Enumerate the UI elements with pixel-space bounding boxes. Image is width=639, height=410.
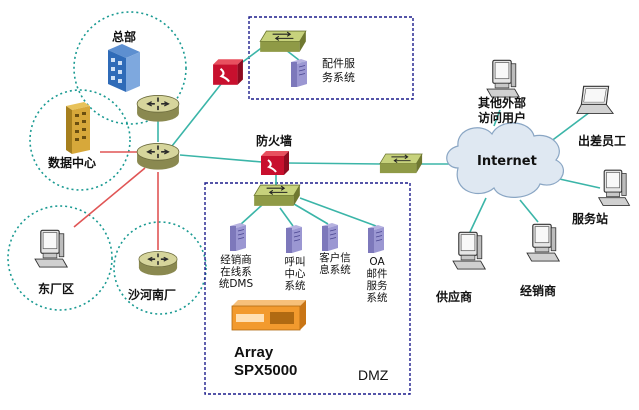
call-center-server-icon <box>285 224 303 254</box>
traveling-staff-laptop-icon <box>576 85 614 115</box>
link-internet-service-station <box>554 177 601 189</box>
link-firewall-edge-switch <box>285 162 383 165</box>
other-external-users-label-line-2: 访问用户 <box>478 111 527 125</box>
site-links <box>73 151 159 250</box>
parts-service-system-label: 配件服 务系统 <box>322 57 355 85</box>
firewall-label: 防火墙 <box>256 134 293 148</box>
network-links <box>157 45 601 233</box>
link-dmz-call-center <box>279 207 294 227</box>
other-external-users-label: 其他外部 访问用户 <box>478 96 526 126</box>
headquarters-building-icon <box>108 44 140 92</box>
link-internet-external-users <box>493 109 501 127</box>
dmz-zone-outline <box>204 182 411 395</box>
traveling-staff-label: 出差员工 <box>578 134 627 148</box>
hq-router-icon <box>136 94 180 123</box>
dms-label: 经销商 在线系 统DMS <box>214 254 258 290</box>
shahe-south-plant-site-outline <box>113 221 207 315</box>
east-plant-label: 东厂区 <box>38 282 75 296</box>
dmz-label: DMZ <box>358 367 389 383</box>
array-model-label: Array SPX5000 <box>234 344 297 380</box>
parts-service-server-icon <box>290 58 308 88</box>
oa-mail-label-line-1: OA <box>369 256 385 268</box>
parts-firewall-icon <box>212 58 244 86</box>
east-plant-site-outline <box>7 205 113 311</box>
dms-label-line-2: 在线系 <box>220 266 252 278</box>
customer-info-server-icon <box>321 222 339 252</box>
headquarters-site-outline <box>73 11 187 125</box>
link-core-east-plant <box>73 167 146 228</box>
array-spx5000-appliance-icon <box>231 300 306 331</box>
headquarters-label: 总部 <box>112 30 137 44</box>
link-firewall-parts-switch <box>239 45 265 65</box>
link-core-firewall-top <box>171 73 230 147</box>
call-center-label-line-2: 中心 <box>284 268 306 280</box>
dms-server-icon <box>229 222 247 252</box>
data-center-site-outline <box>29 89 131 191</box>
link-dmz-customer-info <box>293 203 329 225</box>
link-internet-dealer <box>519 199 539 223</box>
dealer-label: 经销商 <box>520 284 557 298</box>
external-users-pc-icon <box>486 59 520 98</box>
internet-label: Internet <box>477 154 537 169</box>
link-internet-supplier <box>469 197 487 233</box>
supplier-label: 供应商 <box>436 290 473 304</box>
core-router-icon <box>136 142 180 171</box>
customer-info-label-line-2: 息系统 <box>319 264 351 276</box>
data-center-label: 数据中心 <box>48 156 97 170</box>
dmz-switch-icon <box>253 184 301 207</box>
service-station-pc-icon <box>598 169 631 206</box>
data-center-building-icon <box>66 102 90 154</box>
dealer-pc-icon <box>526 223 560 262</box>
service-station-label: 服务站 <box>572 212 609 226</box>
call-center-label-line-1: 呼叫 <box>284 256 306 268</box>
oa-mail-server-icon <box>367 224 385 254</box>
call-center-label: 呼叫 中心 系统 <box>280 256 310 292</box>
link-core-firewall <box>179 154 263 163</box>
array-model-label-line-2: SPX5000 <box>234 362 298 379</box>
array-model-label-line-1: Array <box>234 344 274 361</box>
parts-switch-icon <box>259 30 307 53</box>
shahe-south-plant-label: 沙河南厂 <box>128 288 177 302</box>
link-dmz-oa <box>299 197 377 227</box>
internet-cloud-icon <box>446 122 564 198</box>
oa-mail-label-line-4: 系统 <box>366 292 388 304</box>
oa-mail-label: OA 邮件 服务 系统 <box>362 256 392 304</box>
edge-switch-icon <box>379 153 423 174</box>
other-external-users-label-line-1: 其他外部 <box>478 96 527 110</box>
east-plant-pc-icon <box>34 229 68 268</box>
main-firewall-icon <box>260 150 290 176</box>
shahe-router-icon <box>138 250 178 277</box>
dms-label-line-1: 经销商 <box>220 254 252 266</box>
link-dmz-dms <box>239 204 263 226</box>
oa-mail-label-line-2: 邮件 <box>366 268 388 280</box>
customer-info-label-line-1: 客户信 <box>319 252 351 264</box>
parts-service-system-label-line-1: 配件服 <box>322 57 355 70</box>
dms-label-line-3: 统DMS <box>218 278 254 290</box>
oa-mail-label-line-3: 服务 <box>366 280 388 292</box>
call-center-label-line-3: 系统 <box>284 280 306 292</box>
parts-service-system-label-line-2: 务系统 <box>322 71 355 84</box>
customer-info-label: 客户信 息系统 <box>314 252 356 276</box>
supplier-pc-icon <box>452 231 486 270</box>
